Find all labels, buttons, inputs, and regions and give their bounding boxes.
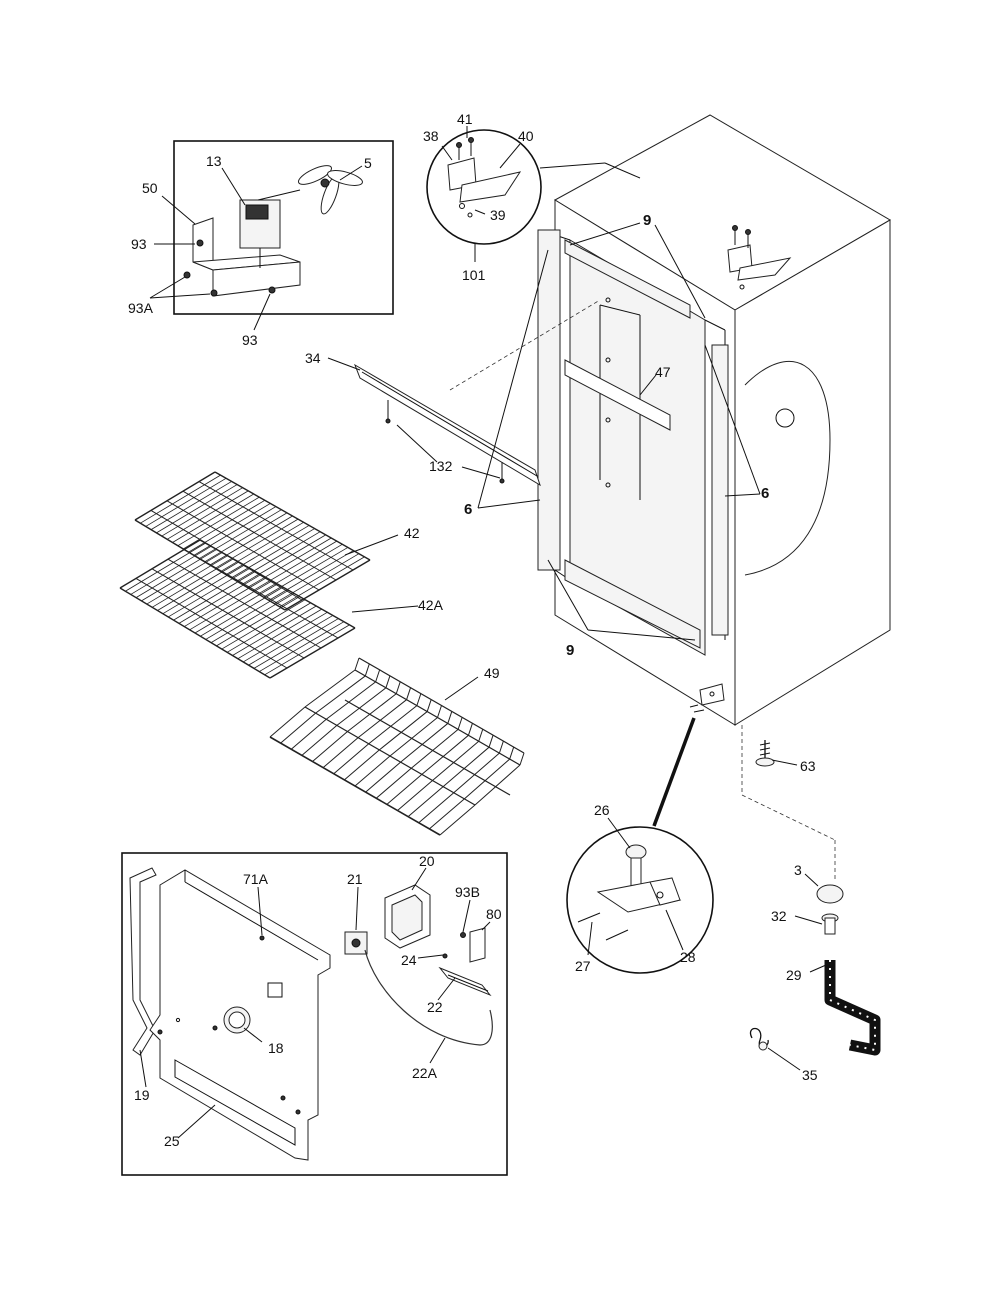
- top-hinge-detail: [426, 126, 542, 262]
- wire-basket: [269, 657, 525, 836]
- label-93B: 93B: [455, 884, 480, 900]
- label-5: 5: [364, 155, 372, 171]
- label-32: 32: [771, 908, 787, 924]
- label-41: 41: [457, 111, 473, 127]
- control-box: [121, 852, 508, 1176]
- breaker-strip-34: [327, 357, 541, 487]
- label-19: 19: [134, 1087, 150, 1103]
- label-93-bottom: 93: [242, 332, 258, 348]
- label-80: 80: [486, 906, 502, 922]
- label-22A: 22A: [412, 1065, 438, 1081]
- label-21: 21: [347, 871, 363, 887]
- label-3: 3: [794, 862, 802, 878]
- label-9-bottom: 9: [566, 642, 574, 659]
- label-93-left: 93: [131, 236, 147, 252]
- label-6-left: 6: [464, 501, 472, 518]
- label-26: 26: [594, 802, 610, 818]
- handle-29: [809, 960, 881, 1056]
- label-49: 49: [484, 665, 500, 681]
- label-20: 20: [419, 853, 435, 869]
- bottom-hinge-detail: [566, 717, 714, 974]
- label-38: 38: [423, 128, 439, 144]
- label-34: 34: [305, 350, 321, 366]
- label-35: 35: [802, 1067, 818, 1083]
- label-39: 39: [490, 207, 506, 223]
- cabinet: [449, 114, 891, 726]
- label-18: 18: [268, 1040, 284, 1056]
- clip-35: [749, 1027, 801, 1071]
- leveling-leg-63: [741, 725, 836, 880]
- label-63: 63: [800, 758, 816, 774]
- label-27: 27: [575, 958, 591, 974]
- label-25: 25: [164, 1133, 180, 1149]
- cabinet-leaders: [477, 222, 761, 641]
- label-29: 29: [786, 967, 802, 983]
- door-stop-parts: [794, 873, 844, 935]
- label-101: 101: [462, 267, 486, 283]
- label-28: 28: [680, 949, 696, 965]
- wire-shelves: [119, 471, 371, 679]
- label-6-right: 6: [761, 485, 769, 502]
- fan-motor-assembly: [149, 140, 394, 331]
- callout-labels: 13 5 50 93 93A 93 41 38 40 39 101 9 9 34…: [128, 111, 818, 1149]
- label-24: 24: [401, 952, 417, 968]
- label-71A: 71A: [243, 871, 269, 887]
- label-40: 40: [518, 128, 534, 144]
- label-42A: 42A: [418, 597, 444, 613]
- label-50: 50: [142, 180, 158, 196]
- label-9-top: 9: [643, 212, 651, 229]
- label-132: 132: [429, 458, 453, 474]
- label-93A: 93A: [128, 300, 154, 316]
- label-47: 47: [655, 364, 671, 380]
- label-22: 22: [427, 999, 443, 1015]
- label-42: 42: [404, 525, 420, 541]
- label-13: 13: [206, 153, 222, 169]
